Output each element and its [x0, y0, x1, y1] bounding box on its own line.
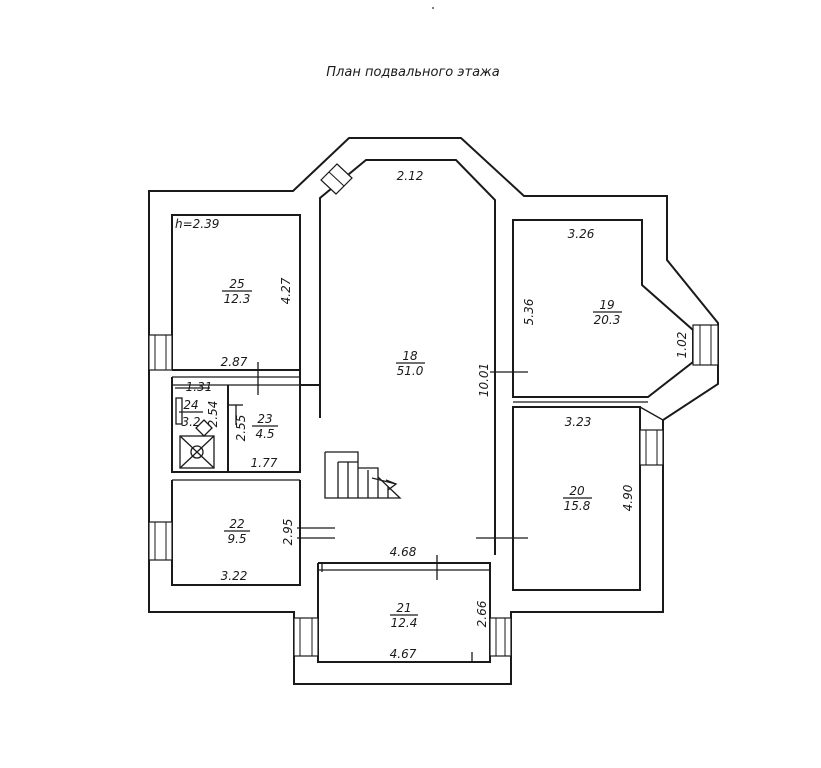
dimension-label: 3.26 [568, 227, 595, 241]
dimension-label: 4.67 [390, 647, 417, 661]
room-25-number: 25 [229, 277, 244, 291]
dimension-ticks [175, 387, 473, 662]
window-right-lower [639, 429, 664, 466]
room-23-area: 4.5 [255, 427, 274, 441]
dimension-label: 1.02 [675, 332, 689, 359]
ceiling-height-label: h=2.39 [175, 217, 219, 231]
window-bottom-right [489, 617, 512, 657]
room-25-area: 12.3 [224, 292, 251, 306]
windows [148, 163, 719, 657]
dimension-label: 1.31 [186, 380, 213, 394]
room-20-area: 15.8 [564, 499, 591, 513]
dimension-label: 4.27 [279, 277, 293, 304]
window-bottom-left [293, 617, 319, 657]
dimension-label: 1.77 [251, 456, 278, 470]
room-22-area: 9.5 [227, 532, 246, 546]
room-18-number: 18 [402, 349, 418, 363]
window-top-left [320, 163, 353, 195]
room-21-area: 12.4 [391, 616, 418, 630]
dimension-label: 5.36 [522, 298, 536, 325]
dimension-label: 2.54 [206, 401, 220, 428]
dimension-label: 4.68 [390, 545, 417, 559]
inner-walls [171, 159, 694, 663]
room-20-number: 20 [569, 484, 585, 498]
window-left-lower [148, 521, 173, 561]
room-label-lines [179, 290, 622, 616]
room-21-number: 21 [396, 601, 411, 615]
window-left-upper [148, 334, 173, 371]
plan-title: План подвального этажа [326, 65, 499, 80]
room-22-number: 22 [229, 517, 244, 531]
room-24-number: 24 [183, 398, 198, 412]
sanitary-fixtures [175, 397, 215, 469]
dimension-label: 2.55 [234, 415, 248, 442]
dimension-label: 3.22 [221, 569, 248, 583]
door-marks [228, 362, 528, 580]
room-18-area: 51.0 [397, 364, 424, 378]
dimension-label: 2.95 [281, 519, 295, 546]
dimension-label: 2.12 [397, 169, 424, 183]
dimension-label: 10.01 [477, 363, 491, 397]
room-24-area: 3.2 [181, 415, 200, 429]
dimension-label: 2.87 [221, 355, 248, 369]
stairs [324, 451, 402, 499]
dimension-label: 4.90 [621, 484, 635, 511]
corner-dot [432, 7, 434, 9]
window-right-bay [692, 324, 719, 366]
dimension-label: 2.66 [475, 600, 489, 627]
room-19-number: 19 [599, 298, 614, 312]
outer-walls [148, 137, 719, 685]
room-19-area: 20.3 [594, 313, 621, 327]
dimension-label: 3.23 [565, 415, 592, 429]
room-23-number: 23 [257, 412, 272, 426]
